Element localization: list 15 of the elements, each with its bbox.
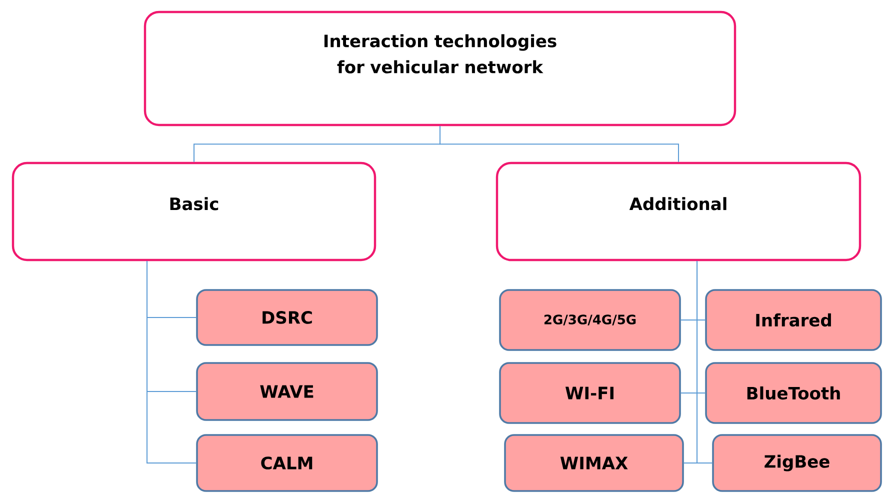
technology-box: BlueTooth — [705, 362, 882, 424]
technology-box: WAVE — [196, 362, 378, 421]
technology-box: 2G/3G/4G/5G — [499, 289, 681, 351]
technology-box: Infrared — [705, 289, 882, 351]
title-box: Interaction technologies for vehicular network — [144, 10, 736, 126]
technology-box: WIMAX — [504, 434, 684, 492]
connector-line — [146, 260, 197, 464]
connector-line — [440, 126, 679, 162]
category-box: Additional — [496, 162, 862, 262]
category-box: Basic — [12, 162, 376, 262]
technology-box: DSRC — [196, 289, 378, 346]
technology-box: WI-FI — [499, 362, 681, 424]
technology-box: CALM — [196, 434, 378, 492]
connector-line — [696, 260, 713, 464]
technology-box: ZigBee — [712, 434, 882, 492]
